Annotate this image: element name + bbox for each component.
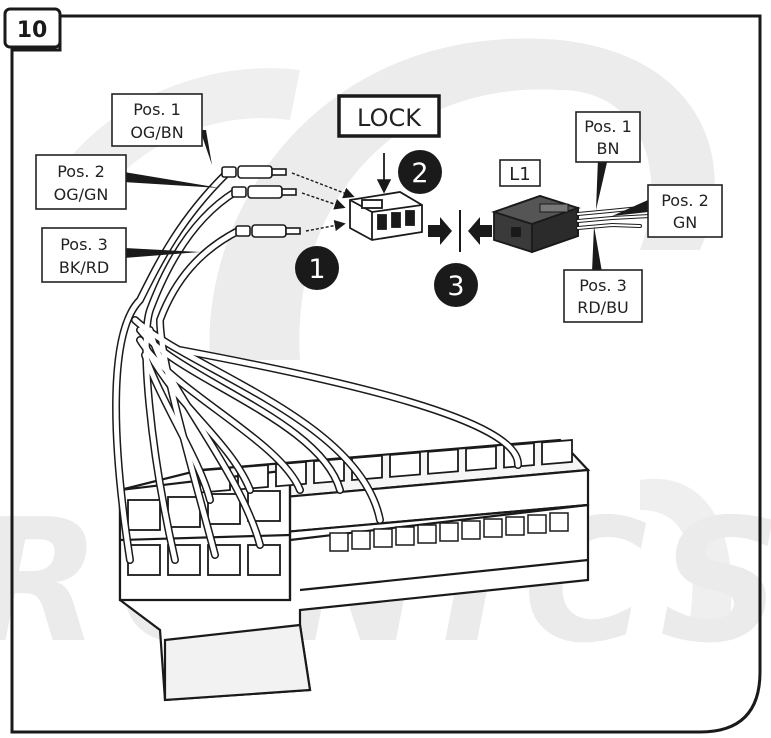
lock-label: LOCK <box>337 94 441 138</box>
lock-label-text: LOCK <box>357 104 422 132</box>
step-circle-1: 1 <box>295 246 339 290</box>
right-label-pos1-pos: Pos. 1 <box>584 117 632 136</box>
left-label-pos2-color: OG/GN <box>54 185 109 204</box>
left-label-pos3-color: BK/RD <box>59 258 109 277</box>
left-label-pos2: Pos. 2 OG/GN <box>35 154 127 210</box>
left-label-pos1-pos: Pos. 1 <box>133 100 181 119</box>
insertion-arrows <box>291 153 392 232</box>
right-label-pos2-pos: Pos. 2 <box>661 191 709 210</box>
right-label-pos2-color: GN <box>673 213 697 232</box>
right-label-pos1-color: BN <box>597 139 620 158</box>
left-label-pos1: Pos. 1 OG/BN <box>111 93 203 147</box>
mating-arrows <box>428 210 492 252</box>
left-label-pos2-pos: Pos. 2 <box>57 162 105 181</box>
step-badge: 10 <box>3 7 62 49</box>
right-label-pos2: Pos. 2 GN <box>647 184 723 238</box>
lower-left-cavities <box>127 490 281 576</box>
step-circle-3: 3 <box>434 263 478 307</box>
label-pointers <box>124 130 648 272</box>
l1-wires <box>576 206 652 230</box>
l1-label-text: L1 <box>509 164 530 185</box>
right-label-pos3: Pos. 3 RD/BU <box>563 269 643 323</box>
right-label-pos3-color: RD/BU <box>577 298 629 317</box>
terminal-pins <box>221 165 301 238</box>
wire-bundle <box>112 171 523 564</box>
step-circle-3-number: 3 <box>447 271 464 302</box>
lower-right-cavities <box>329 512 569 552</box>
terminal-pin-1 <box>221 165 287 179</box>
right-label-pos1: Pos. 1 BN <box>575 111 641 163</box>
l1-connector <box>491 195 581 254</box>
left-label-pos1-color: OG/BN <box>130 123 183 142</box>
terminal-pin-2 <box>231 185 297 199</box>
terminal-pin-3 <box>235 224 301 238</box>
l1-label: L1 <box>499 159 541 187</box>
frame-border <box>10 14 762 734</box>
right-label-pos3-pos: Pos. 3 <box>579 276 627 295</box>
step-circle-2-number: 2 <box>411 158 428 189</box>
step-circle-2: 2 <box>398 150 442 194</box>
lock-connector-housing <box>349 191 423 241</box>
step-number: 10 <box>17 18 48 43</box>
left-label-pos3: Pos. 3 BK/RD <box>41 227 127 283</box>
left-label-pos3-pos: Pos. 3 <box>60 235 108 254</box>
step-circle-1-number: 1 <box>308 254 325 285</box>
